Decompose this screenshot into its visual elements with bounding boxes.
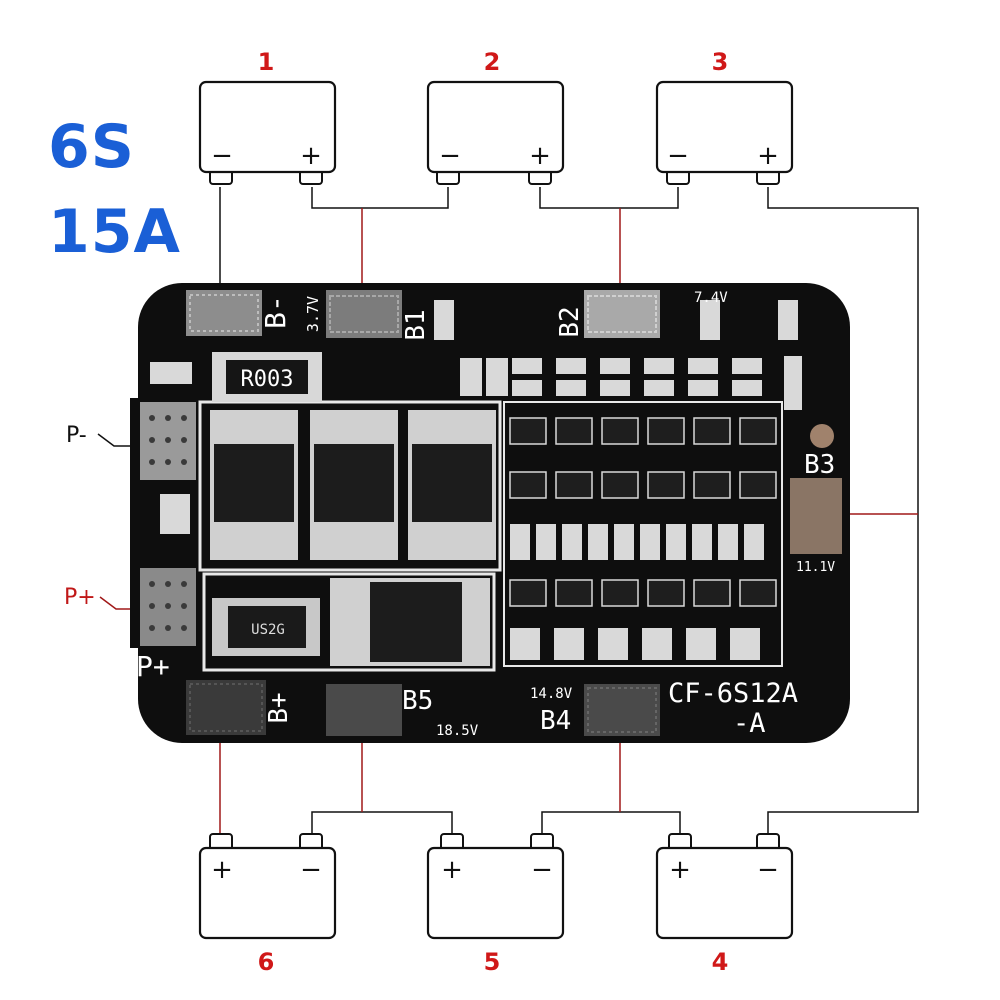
cell-4-number: 4 [712,948,729,976]
label-b5: B5 [402,686,433,716]
top-cells: 1 − + 2 − + 3 − + [198,48,794,185]
cell-4-plus: + [669,855,691,885]
voltage-b4: 14.8V [530,686,573,702]
cell-4-minus: − [757,855,779,885]
cell-3-plus: + [757,141,779,171]
label-b-minus: B- [259,295,292,329]
smd-components [150,300,802,660]
diode-code: US2G [251,622,285,638]
cell-6-number: 6 [258,948,275,976]
cell-6-plus: + [211,855,233,885]
cell-2-minus: − [439,141,461,171]
voltage-b5: 18.5V [436,723,479,739]
wire-cell1-cell2 [311,187,449,209]
cell-3-number: 3 [712,48,729,76]
wire-cell4-cell5 [541,811,681,834]
voltage-b1: 3.7V [304,296,322,332]
label-b4: B4 [540,706,571,736]
battery-cell-1: 1 − + [198,48,337,185]
cell-5-number: 5 [484,948,501,976]
cell-3-minus: − [667,141,689,171]
battery-cell-3: 3 − + [655,48,794,185]
model-line-1: CF-6S12A [668,678,798,709]
cell-count-label: 6S [48,112,135,182]
ic-array [509,417,777,607]
bms-board: R003 US2G [130,283,850,743]
label-b-plus: B+ [264,692,294,723]
label-p-minus: P- [66,423,87,448]
battery-cell-5: + − 5 [426,833,565,976]
cell-5-plus: + [441,855,463,885]
resistor-code: R003 [241,367,294,392]
pad-b5 [326,684,402,736]
current-rating-label: 15A [48,197,181,267]
mosfets [210,410,496,666]
wire-cell5-cell6 [311,811,453,834]
label-p-plus: P+ [64,585,96,610]
pad-b4 [584,684,660,736]
label-b1: B1 [401,309,431,340]
pad-b-plus [186,680,266,735]
pad-b-minus [186,290,262,336]
cell-6-minus: − [300,855,322,885]
voltage-b3: 11.1V [796,560,835,575]
pad-b2 [584,290,660,338]
voltage-b2: 7.4V [694,290,728,306]
pad-b3 [790,478,842,554]
wires [97,187,919,834]
bottom-cells: + − 6 + − 5 + − 4 [198,833,794,976]
battery-cell-2: 2 − + [426,48,565,185]
wire-cell2-cell3 [539,187,679,209]
battery-cell-6: + − 6 [198,833,337,976]
label-b2: B2 [555,306,585,337]
battery-cell-4: + − 4 [655,833,794,976]
cell-1-plus: + [300,141,322,171]
label-b3: B3 [804,450,835,480]
cell-5-minus: − [531,855,553,885]
model-line-2: -A [733,708,766,739]
label-p-plus-board: P+ [136,650,170,683]
cell-1-number: 1 [258,48,275,76]
pad-b1 [326,290,402,338]
wire-cell3-cell4 [767,187,919,834]
cell-2-plus: + [529,141,551,171]
cell-2-number: 2 [484,48,501,76]
cell-1-minus: − [211,141,233,171]
